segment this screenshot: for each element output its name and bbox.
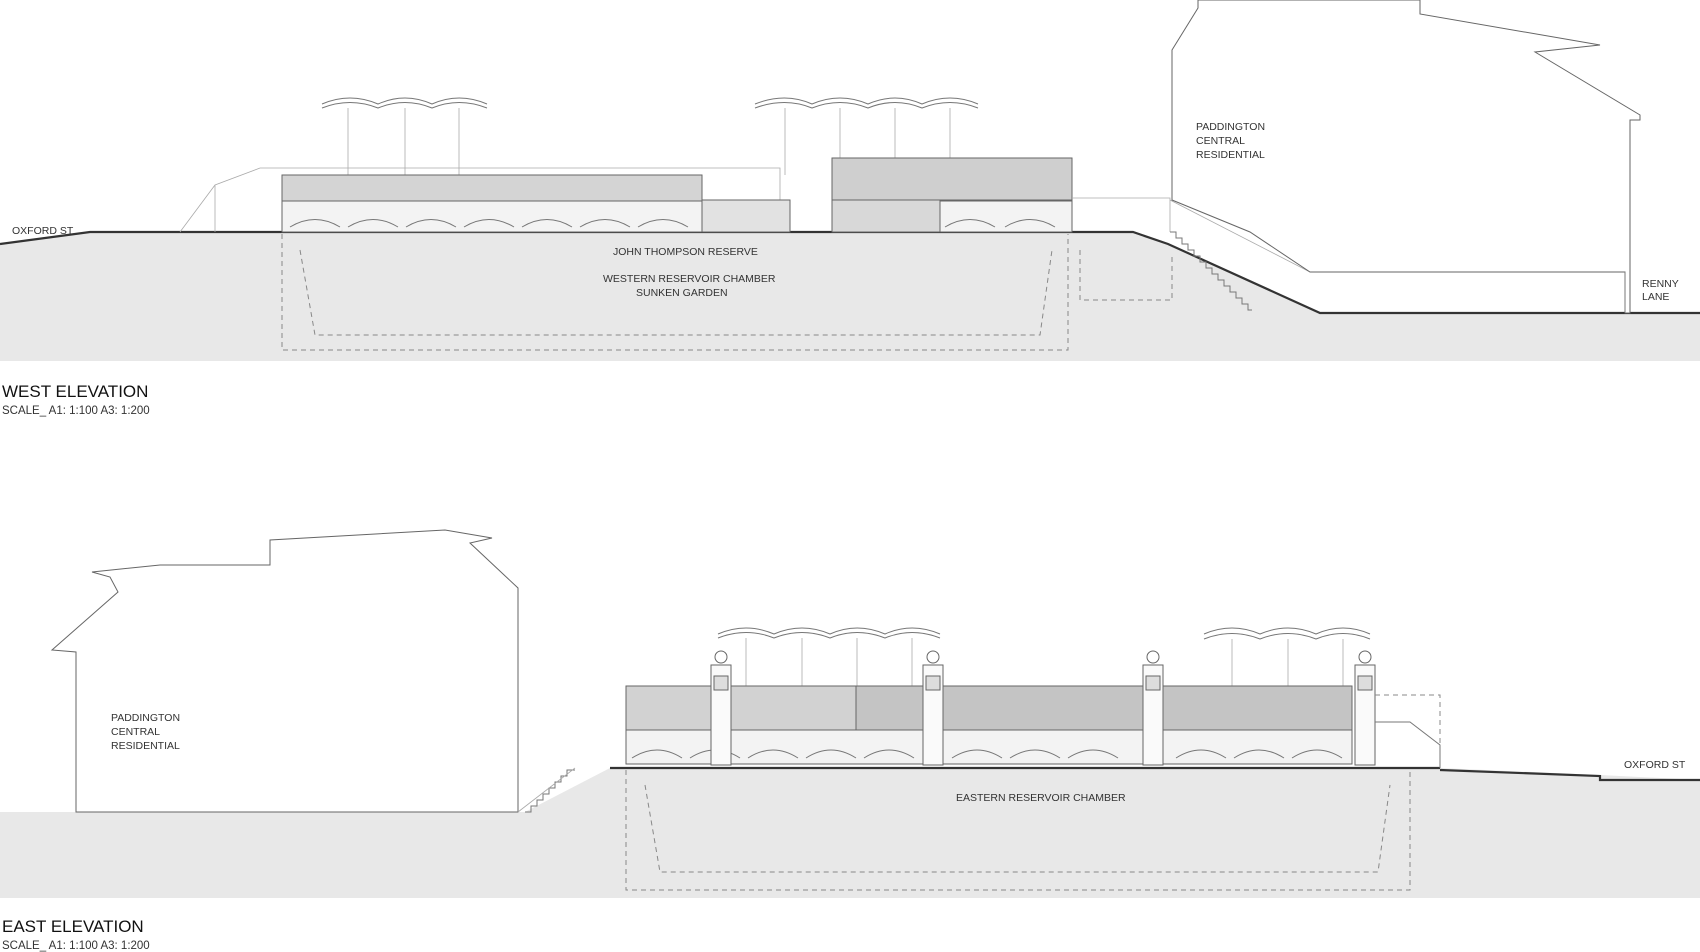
east-title: EAST ELEVATION <box>2 917 144 936</box>
east-canopy-right <box>1203 627 1371 690</box>
west-label-john-thompson: JOHN THOMPSON RESERVE <box>613 246 758 258</box>
west-label-paddington-1: PADDINGTON <box>1196 121 1265 133</box>
west-ground-mass <box>0 232 1700 361</box>
east-ground-line-right <box>1439 768 1700 782</box>
west-arcade <box>281 200 703 233</box>
east-arcade <box>625 729 1353 765</box>
west-plinth-line <box>1072 197 1171 232</box>
west-arcade-right <box>939 200 1073 233</box>
west-label-renny-2: LANE <box>1642 291 1669 303</box>
west-title: WEST ELEVATION <box>2 382 148 401</box>
west-label-oxford-st: OXFORD ST <box>12 225 74 237</box>
west-residential-building <box>1171 0 1641 314</box>
west-ground-line <box>0 230 1700 315</box>
west-chamber-annex <box>1079 250 1173 301</box>
west-chamber-dashed <box>281 234 1069 351</box>
east-chamber-dashed <box>625 770 1411 891</box>
west-screen-wall-pavilion <box>831 157 1073 201</box>
west-scale: SCALE_ A1: 1:100 A3: 1:200 <box>2 405 150 417</box>
west-label-paddington-3: RESIDENTIAL <box>1196 149 1265 161</box>
east-chamber-inner <box>644 784 1391 873</box>
east-label-paddington-2: CENTRAL <box>111 726 160 738</box>
east-right-annex-dashed <box>1375 694 1441 745</box>
west-label-paddington-2: CENTRAL <box>1196 135 1245 147</box>
west-stair-rail <box>1169 199 1311 273</box>
east-elevation: PADDINGTON CENTRAL RESIDENTIAL EASTERN R… <box>0 529 1700 952</box>
east-canopy-left <box>717 627 941 690</box>
west-arcade-arches <box>289 219 689 228</box>
east-pillar-3 <box>1142 650 1164 766</box>
west-screen-wall-left <box>281 174 703 202</box>
east-label-paddington-1: PADDINGTON <box>111 712 180 724</box>
east-stair-rail <box>517 767 576 813</box>
west-background-ramp <box>179 167 781 233</box>
east-scale: SCALE_ A1: 1:100 A3: 1:200 <box>2 940 150 952</box>
east-pillar-4 <box>1354 650 1376 766</box>
west-canopy-right <box>754 97 979 175</box>
east-pillar-1 <box>710 650 732 766</box>
west-elevation: OXFORD ST JOHN THOMPSON RESERVE WESTERN … <box>0 0 1700 417</box>
east-label-chamber: EASTERN RESERVOIR CHAMBER <box>956 792 1126 804</box>
east-residential-building <box>50 529 519 813</box>
east-label-paddington-3: RESIDENTIAL <box>111 740 180 752</box>
west-screen-wall-mid <box>701 199 791 233</box>
west-stair <box>1170 231 1252 311</box>
west-label-chamber-1: WESTERN RESERVOIR CHAMBER <box>603 273 776 285</box>
east-ground-mass <box>0 768 1700 898</box>
east-pillar-2 <box>922 650 944 766</box>
east-label-oxford-st: OXFORD ST <box>1624 759 1686 771</box>
west-label-renny-1: RENNY <box>1642 278 1679 290</box>
east-right-annex <box>1375 721 1441 768</box>
west-pavilion-block <box>831 199 941 233</box>
west-label-chamber-2: SUNKEN GARDEN <box>636 287 728 299</box>
east-screen-wall-a <box>625 685 857 731</box>
west-canopy-left <box>321 97 488 175</box>
west-arcade-right-arches <box>944 219 1056 228</box>
